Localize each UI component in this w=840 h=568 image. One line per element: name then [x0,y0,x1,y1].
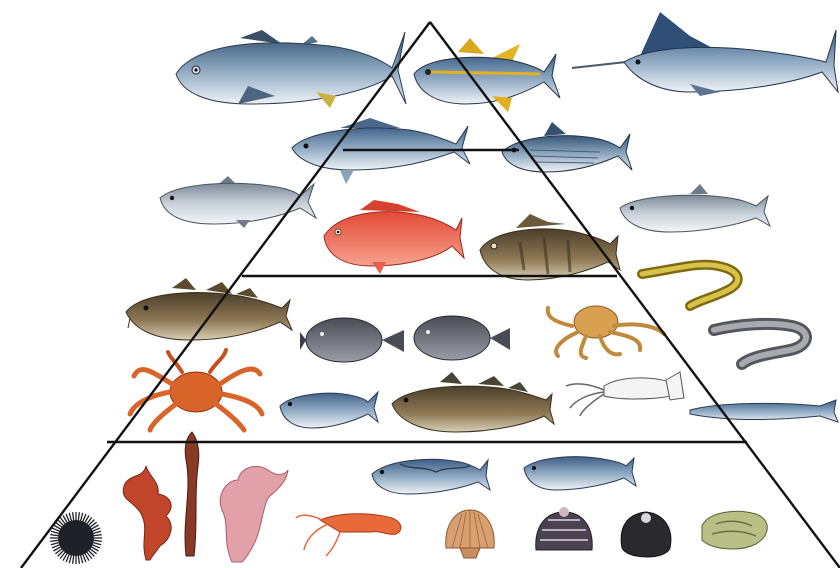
sardine-illustration [524,457,636,490]
horse-mackerel-illustration [280,392,378,428]
red-seaweed-illustration [123,466,171,560]
marlin-illustration [572,12,838,96]
octopus-illustration [548,306,664,358]
squid-illustration [566,372,684,416]
cod-illustration [126,278,292,340]
turban-shell-illustration [536,507,592,550]
bluefin-tuna-illustration [176,30,406,108]
flounder-right-illustration [414,316,510,360]
flounder-left-illustration [300,318,404,362]
eel-illustration [642,265,738,306]
eel-gray-illustration [714,324,806,364]
shrimp-illustration [296,514,401,556]
skipjack-tuna-illustration [502,122,632,172]
yellowfin-tuna-illustration [414,38,560,112]
oyster-illustration [702,511,767,549]
clam-illustration [621,512,671,557]
salmon-illustration [160,176,316,228]
kelp-illustration [185,432,199,556]
mackerel-illustration [372,459,490,494]
scallop-illustration [446,510,494,558]
king-crab-illustration [130,350,262,430]
pollock-illustration [392,372,554,432]
pyramid-edge-right [430,22,840,568]
saury-illustration [690,400,838,422]
herring-illustration [620,184,770,232]
red-snapper-illustration [324,200,464,274]
pink-seaweed-illustration [220,466,288,562]
